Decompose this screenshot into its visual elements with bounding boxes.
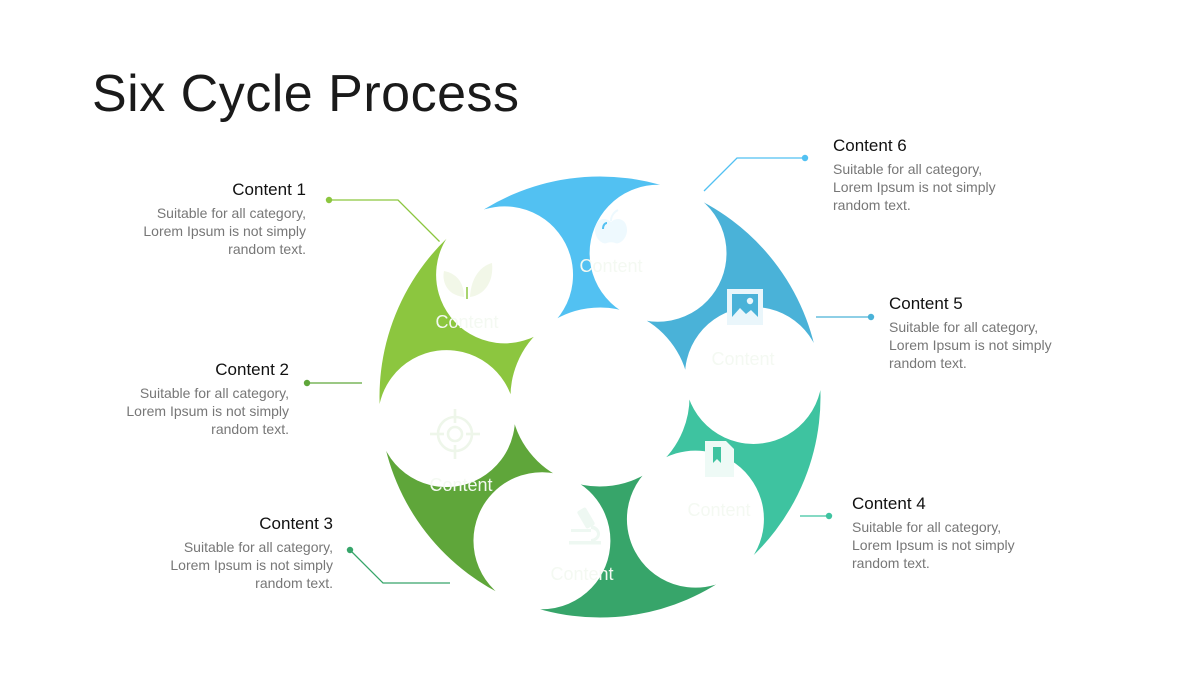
leader-line-6 bbox=[703, 154, 809, 192]
segment-content-5-label: Content bbox=[711, 349, 774, 369]
cycle-segments bbox=[376, 173, 824, 621]
callout-heading: Content 6 bbox=[833, 136, 907, 155]
segment-content-6 bbox=[462, 173, 684, 329]
callout-content-4: Content 4 Suitable for all category, Lor… bbox=[852, 494, 1092, 572]
callout-content-3: Content 3 Suitable for all category, Lor… bbox=[93, 514, 333, 592]
leader-line-1 bbox=[325, 196, 441, 243]
callout-heading: Content 3 bbox=[259, 514, 333, 533]
segment-content-6-label: Content bbox=[579, 256, 642, 276]
leader-line-2 bbox=[303, 379, 362, 387]
segment-content-2-label: Content bbox=[429, 475, 492, 495]
callout-body: Suitable for all category, Lorem Ipsum i… bbox=[889, 319, 1052, 371]
callout-content-6: Content 6 Suitable for all category, Lor… bbox=[833, 136, 1073, 214]
leaf-icon bbox=[443, 263, 493, 299]
leader-line-3 bbox=[346, 546, 450, 584]
callout-heading: Content 1 bbox=[232, 180, 306, 199]
segment-content-4 bbox=[653, 365, 824, 574]
segment-content-2 bbox=[378, 409, 568, 605]
callout-content-5: Content 5 Suitable for all category, Lor… bbox=[889, 294, 1129, 372]
segment-content-5 bbox=[632, 189, 822, 385]
leader-line-4 bbox=[800, 512, 833, 520]
segment-content-3-label: Content bbox=[550, 564, 613, 584]
segment-content-4-label: Content bbox=[687, 500, 750, 520]
callout-content-2: Content 2 Suitable for all category, Lor… bbox=[49, 360, 289, 438]
segment-content-1-label: Content bbox=[435, 312, 498, 332]
leader-lines bbox=[303, 154, 875, 584]
callout-body: Suitable for all category, Lorem Ipsum i… bbox=[126, 385, 289, 437]
segment-content-3 bbox=[516, 465, 738, 621]
image-icon bbox=[727, 289, 763, 325]
cycle-segment-labels: ContentContentContentContentContentConte… bbox=[429, 256, 774, 584]
page-title: Six Cycle Process bbox=[92, 65, 520, 123]
callout-heading: Content 2 bbox=[215, 360, 289, 379]
callout-content-1: Content 1 Suitable for all category, Lor… bbox=[66, 180, 306, 258]
callout-body: Suitable for all category, Lorem Ipsum i… bbox=[170, 539, 333, 591]
callout-body: Suitable for all category, Lorem Ipsum i… bbox=[833, 161, 996, 213]
callout-body: Suitable for all category, Lorem Ipsum i… bbox=[852, 519, 1015, 571]
crosshair-icon bbox=[430, 409, 480, 459]
callout-heading: Content 4 bbox=[852, 494, 926, 513]
leader-line-5 bbox=[816, 313, 875, 321]
segment-content-1 bbox=[376, 220, 547, 429]
microscope-icon bbox=[569, 507, 601, 545]
callout-body: Suitable for all category, Lorem Ipsum i… bbox=[143, 205, 306, 257]
document-icon bbox=[705, 441, 734, 477]
apple-icon bbox=[595, 209, 627, 244]
callout-heading: Content 5 bbox=[889, 294, 963, 313]
